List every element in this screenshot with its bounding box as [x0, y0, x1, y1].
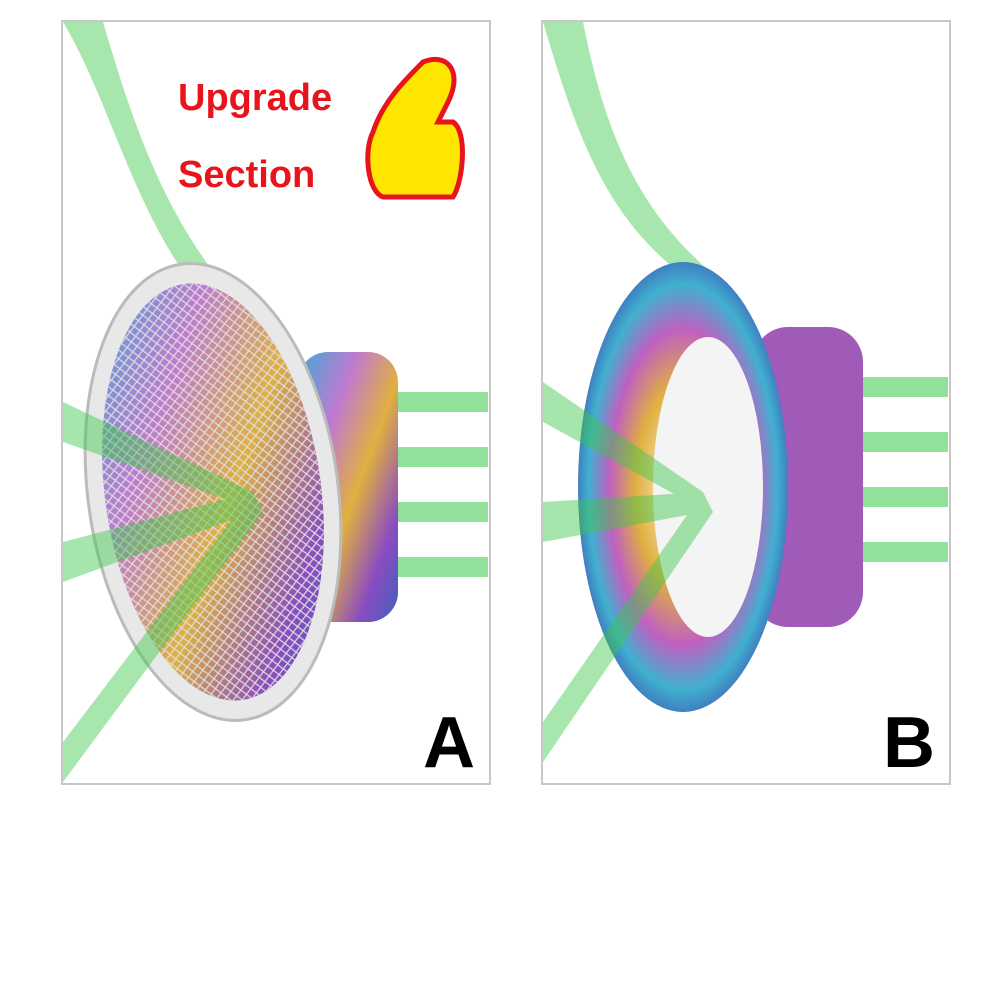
upgrade-badge-line1: Upgrade [178, 77, 333, 119]
product-panel-b: B [541, 20, 951, 785]
velocity-stack-image [543, 22, 948, 762]
mesh-filter-velocity-stack-image [63, 22, 488, 782]
thumbs-up-icon [365, 56, 465, 200]
variant-label-a: A [423, 703, 475, 783]
variant-label-b: B [883, 703, 935, 783]
upgrade-badge-line2: Section [178, 154, 316, 196]
product-panel-a: Upgrade Section A [61, 20, 491, 785]
